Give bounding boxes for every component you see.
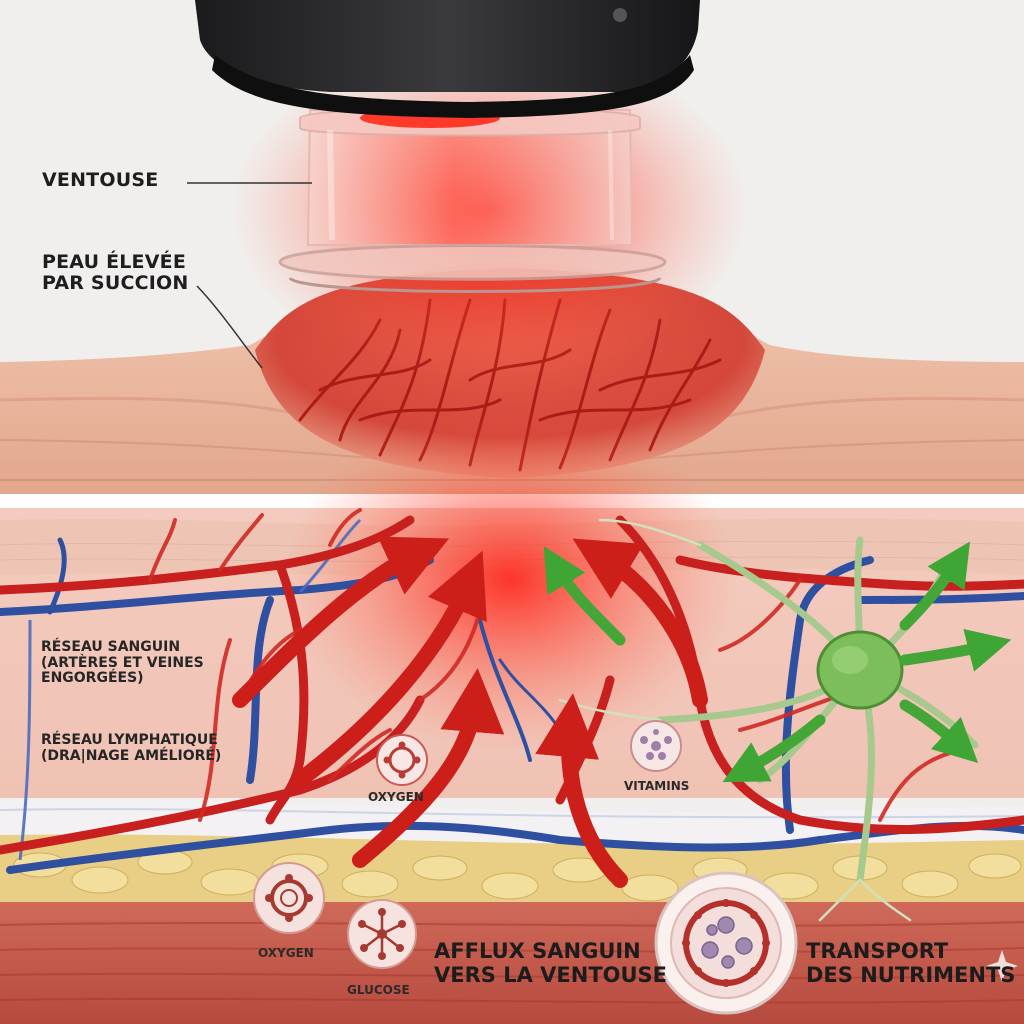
label-transport-line2: DES NUTRIMENTS [806, 962, 1016, 987]
label-vitamins-text: VITAMINS [624, 779, 690, 793]
label-afflux-sanguin: AFFLUX SANGUIN VERS LA VENTOUSE [434, 939, 668, 987]
label-sanguin-line1: RÉSEAU SANGUIN [41, 639, 181, 655]
nutrient-cell-icon [654, 871, 798, 1015]
label-transport-nutriments: TRANSPORT DES NUTRIMENTS [806, 939, 1016, 987]
label-reseau-lymphatique: RÉSEAU LYMPHATIQUE (DRA|NAGE AMÉLIORÉ) [41, 732, 222, 764]
label-peau-line2: PAR SUCCION [42, 272, 189, 295]
label-oxygen-bottom: OXYGEN [258, 946, 314, 960]
sparkle-icon [986, 950, 1018, 982]
label-oxygen-mid-text: OXYGEN [368, 790, 424, 804]
label-lymph-line2: (DRA|NAGE AMÉLIORÉ) [41, 747, 222, 764]
blood-flow-arrows [232, 536, 708, 888]
label-glucose-text: GLUCOSE [347, 983, 410, 997]
label-peau-line1: PEAU ÉLEVÉE [42, 251, 186, 273]
cupping-device [195, 0, 700, 118]
label-oxygen-bottom-text: OXYGEN [258, 946, 314, 960]
heat-glow-center [280, 410, 740, 750]
molecule-icon-oxygen-mid [376, 734, 428, 786]
label-ventouse-text: VENTOUSE [42, 169, 159, 191]
suction-cup [278, 107, 667, 293]
label-peau-elevee: PEAU ÉLEVÉE PAR SUCCION [42, 251, 189, 295]
label-sanguin-line3: ENGORGÉES) [41, 670, 144, 687]
label-vitamins: VITAMINS [624, 779, 690, 793]
label-oxygen-mid: OXYGEN [368, 790, 424, 804]
molecule-icon-glucose [347, 899, 417, 969]
label-afflux-line2: VERS LA VENTOUSE [434, 962, 668, 987]
label-sanguin-line2: (ARTÈRES ET VEINES [41, 654, 204, 671]
label-ventouse: VENTOUSE [42, 169, 159, 191]
lymph-flow-arrows [543, 541, 1012, 783]
label-glucose: GLUCOSE [347, 983, 410, 997]
label-lymph-line1: RÉSEAU LYMPHATIQUE [41, 732, 218, 748]
label-afflux-line1: AFFLUX SANGUIN [434, 939, 641, 963]
molecule-icon-vitamins [630, 720, 682, 772]
label-reseau-sanguin: RÉSEAU SANGUIN (ARTÈRES ET VEINES ENGORG… [41, 639, 204, 687]
peau-leader-line [196, 285, 263, 369]
label-transport-line1: TRANSPORT [806, 939, 949, 963]
molecule-icon-oxygen-bottom [253, 862, 325, 934]
